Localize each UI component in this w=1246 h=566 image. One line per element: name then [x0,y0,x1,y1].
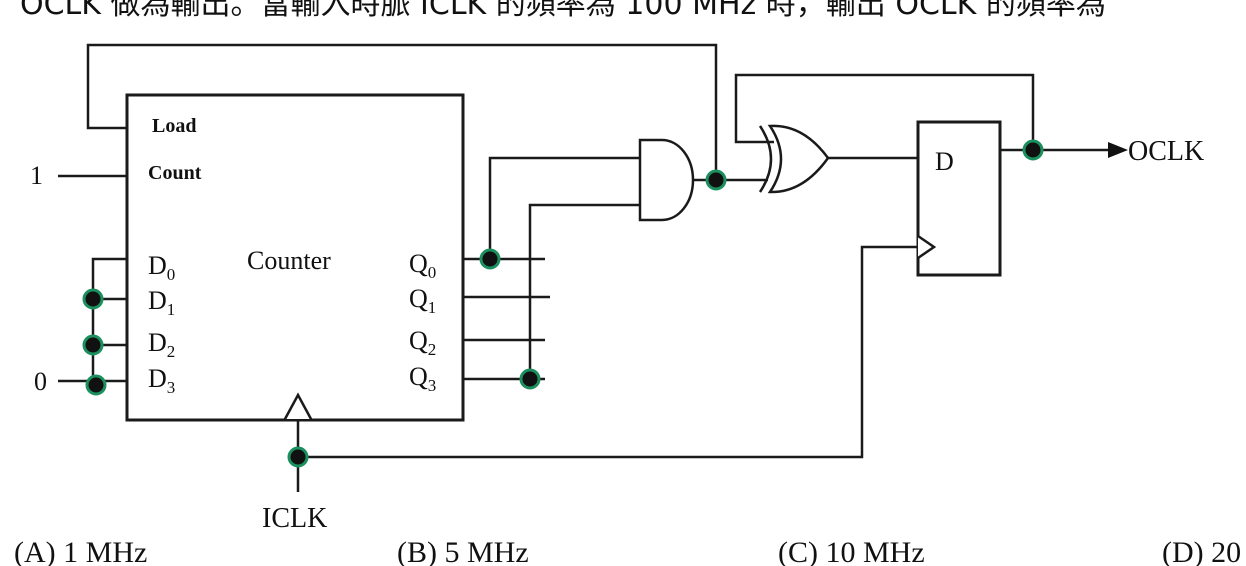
xor-input-arc [758,125,773,193]
counter-clock-triangle [283,392,313,420]
junction-dot [82,334,104,356]
count-constant: 1 [30,161,43,190]
counter-output-q3: Q3 [409,362,436,395]
junction-dot [519,368,541,390]
counter-input-d2: D2 [148,328,175,361]
option-c: (C) 10 MHz [778,536,925,566]
data-constant: 0 [34,367,47,396]
flipflop-clock-triangle [917,234,937,260]
option-d: (D) 20 [1162,536,1241,566]
junction-dot [705,169,727,191]
option-a: (A) 1 MHz [14,536,147,566]
junction-dot [287,446,309,468]
counter-input-d3: D3 [148,364,175,397]
counter-input-d0: D0 [148,251,175,284]
oclk-arrow [1108,142,1128,158]
xor-gate [767,124,830,194]
counter-input-d1: D1 [148,286,175,319]
and-gate [638,138,695,222]
counter-output-q2: Q2 [409,326,436,359]
data-input-bus [91,257,127,381]
junction-dot [85,374,107,396]
counter-count-label: Count [148,162,202,184]
option-b: (B) 5 MHz [397,536,529,566]
oclk-label: OCLK [1128,136,1204,167]
load-feedback-wire [86,43,718,180]
iclk-label: ICLK [262,503,327,534]
d-flipflop [916,120,1002,277]
counter-name: Counter [247,246,331,275]
flipflop-d-label: D [935,147,954,176]
counter-block [125,93,465,422]
flipflop-clock-wire [298,245,918,459]
output-feedback-wire [734,73,1035,150]
junction-dot [479,248,501,270]
junction-dot [82,288,104,310]
question-text: OCLK 做為輸出。當輸入時脈 ICLK 的頻率為 100 MHz 時，輸出 O… [20,0,1106,22]
counter-load-label: Load [152,115,196,137]
counter-output-q0: Q0 [409,249,436,282]
counter-output-q1: Q1 [409,284,436,317]
junction-dot [1022,139,1044,161]
q3-to-and-wire [528,203,640,379]
q0-to-and-wire [488,156,640,259]
